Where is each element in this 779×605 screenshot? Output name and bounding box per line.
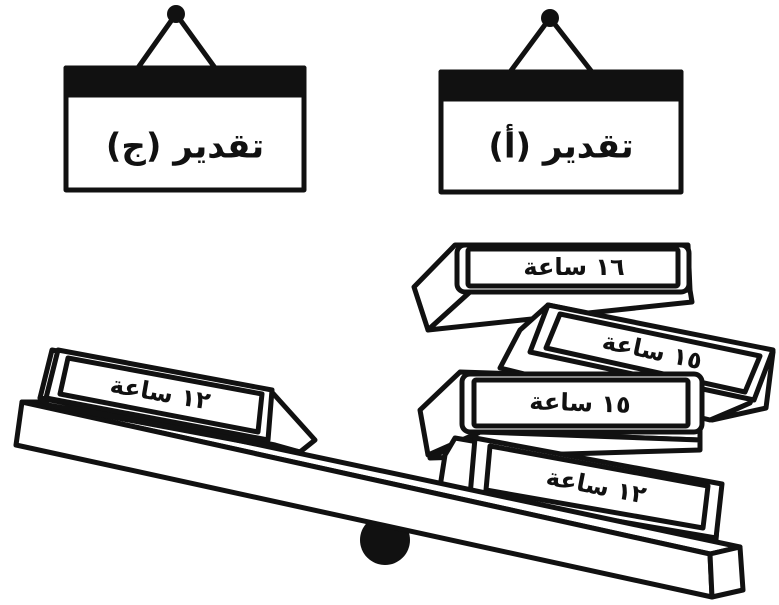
book-stack-1-label-band [465,246,681,289]
book-stack-1-label: ١٦ ساعة [523,253,624,281]
sign-left-label: تقدير (ج) [106,127,264,167]
sign-right-top-band [438,69,684,102]
book-stack-4 [437,435,725,543]
sign-right-nail [541,9,559,27]
book-left-label-band [57,355,265,435]
sign-right-label: تقدير (أ) [488,124,633,167]
book-left [37,347,318,455]
sign-left [63,5,307,193]
book-stack-4-label-band [483,443,711,531]
book-stack-3-label: ١٥ ساعة [529,387,631,419]
book-stack-2-label-band [543,311,763,395]
sign-left-nail [167,5,185,23]
scale-beam-end [707,544,746,600]
book-stack-3 [417,369,705,461]
book-stack-2 [497,302,776,423]
book-stack-3-label-band [471,377,691,429]
sign-left-top-band [63,65,307,98]
sign-right [438,9,684,195]
